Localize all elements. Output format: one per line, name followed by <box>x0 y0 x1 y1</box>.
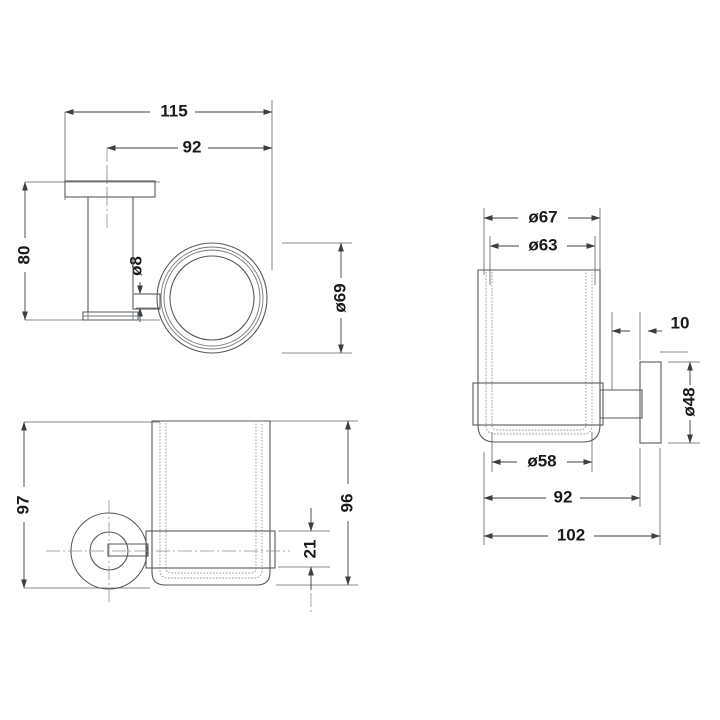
dimension-label-80: 80 <box>14 246 33 265</box>
dimension-label-21: 21 <box>300 540 319 559</box>
dimension-10: 10 <box>611 313 690 334</box>
view-top-right: ø67 ø63 10 ø48 <box>472 207 700 545</box>
dimension-102: 102 <box>483 525 661 544</box>
holder-band-plan <box>145 530 276 569</box>
dimension-o8: ø8 <box>126 256 145 322</box>
dimension-o48: ø48 <box>679 361 698 444</box>
dimension-o69: ø69 <box>330 242 349 354</box>
dimension-label-102: 102 <box>557 525 585 544</box>
extension-lines-bottom-left <box>24 420 358 589</box>
dimension-label-o69: ø69 <box>330 283 349 312</box>
dimension-label-92-top: 92 <box>183 137 202 156</box>
dimension-label-o58: ø58 <box>527 451 556 470</box>
dimension-label-o8: ø8 <box>126 256 145 276</box>
dimension-label-10: 10 <box>671 313 690 332</box>
dimension-label-97: 97 <box>13 496 32 515</box>
dimension-115: 115 <box>64 101 273 120</box>
dimension-92-bottom: 92 <box>483 487 641 506</box>
dimension-label-96: 96 <box>337 494 356 513</box>
dimension-label-o63: ø63 <box>528 235 557 254</box>
tumbler-plan <box>151 420 271 586</box>
dimension-o67: ø67 <box>483 207 601 226</box>
dimension-96: 96 <box>337 420 356 586</box>
wall-arm-front <box>599 389 643 419</box>
dimension-o58: ø58 <box>491 451 593 470</box>
centerlines-plan <box>46 500 312 615</box>
view-bottom-left: 97 96 21 <box>13 420 358 615</box>
dimension-92-top: 92 <box>106 137 273 156</box>
dimension-o63: ø63 <box>489 235 596 254</box>
holder-band-front <box>472 382 604 426</box>
tumbler-front-elevation <box>477 269 601 443</box>
holder-side-profile <box>46 165 161 321</box>
wall-plate-front <box>639 361 662 444</box>
dimension-label-o67: ø67 <box>528 207 557 226</box>
dimension-label-92-bottom: 92 <box>554 487 573 506</box>
dimension-label-o48: ø48 <box>679 387 698 416</box>
dimension-21: 21 <box>300 508 319 590</box>
dimension-label-115: 115 <box>160 101 187 120</box>
dimension-97: 97 <box>13 421 32 589</box>
dimension-80: 80 <box>14 181 33 321</box>
tumbler-circular-section <box>156 242 268 354</box>
wall-arm-plan <box>107 543 149 557</box>
view-top-left: 115 92 80 ø69 <box>14 100 352 354</box>
